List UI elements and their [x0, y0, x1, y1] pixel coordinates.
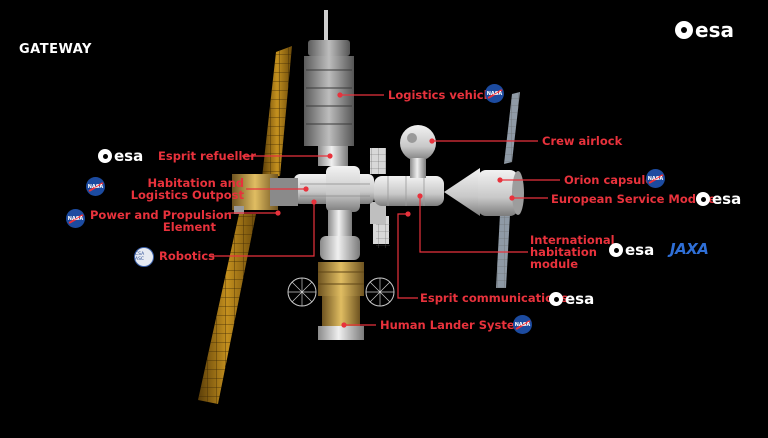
leader-lines [210, 92, 560, 328]
orion-spacecraft [444, 168, 524, 216]
label-robotics: Robotics [159, 249, 215, 263]
leader-esprit-comms [397, 213, 418, 299]
antenna-dish-left [287, 277, 317, 307]
ppe-solar-array-upper [262, 46, 292, 178]
esa-logo-refueller: esa [98, 147, 143, 165]
logistics-vehicle-body [304, 10, 354, 166]
esa-logo-esm: esa [696, 190, 741, 208]
esa-logo-icon [675, 21, 693, 39]
label-human-lander-system: Human Lander System [380, 318, 527, 332]
nasa-logo-icon: NASA [86, 177, 105, 196]
label-ppe: Power and Propulsion Element [90, 208, 232, 234]
ppe-solar-array-lower [198, 214, 256, 404]
esa-logo-icon [549, 292, 563, 306]
label-esprit-refueller: Esprit refueller [158, 149, 256, 163]
label-halo: Habitation and Logistics Outpost [130, 176, 244, 202]
crew-airlock-module [400, 125, 436, 178]
esa-logo-main: esa [675, 18, 734, 42]
esa-logo-icon [696, 192, 710, 206]
jaxa-logo: JAXA [670, 240, 709, 258]
label-crew-airlock: Crew airlock [542, 134, 623, 148]
esa-logo-icon [609, 243, 623, 257]
ihab-module [374, 176, 444, 206]
nasa-logo-icon: NASA [646, 169, 665, 188]
esm-solar-array-lower [496, 214, 510, 288]
label-orion-capsule: Orion capsule [564, 173, 654, 187]
ppe-body [232, 174, 298, 214]
nasa-logo-icon: NASA [485, 84, 504, 103]
leader-robotics [210, 202, 315, 257]
lower-stack [318, 210, 364, 340]
esm-solar-array-upper [504, 92, 520, 164]
esa-logo-ihab: esa [609, 241, 654, 259]
halo-module [294, 166, 374, 212]
antenna-dish-right [365, 277, 395, 307]
esa-logo-icon [98, 149, 112, 163]
label-esprit-communications: Esprit communications [420, 291, 568, 305]
diagram-title: GATEWAY [19, 42, 92, 57]
label-logistics-vehicle: Logistics vehicle [388, 88, 496, 102]
leader-ihab [419, 196, 528, 253]
csa-logo-icon: CSA ASC [134, 247, 154, 267]
esa-logo-comms: esa [549, 290, 594, 308]
nasa-logo-icon: NASA [66, 209, 85, 228]
nasa-logo-icon: NASA [513, 315, 532, 334]
radiator-bottom-0 [370, 202, 386, 224]
label-esm: European Service Module [551, 192, 716, 206]
label-ihab: International habitation module [530, 233, 615, 271]
